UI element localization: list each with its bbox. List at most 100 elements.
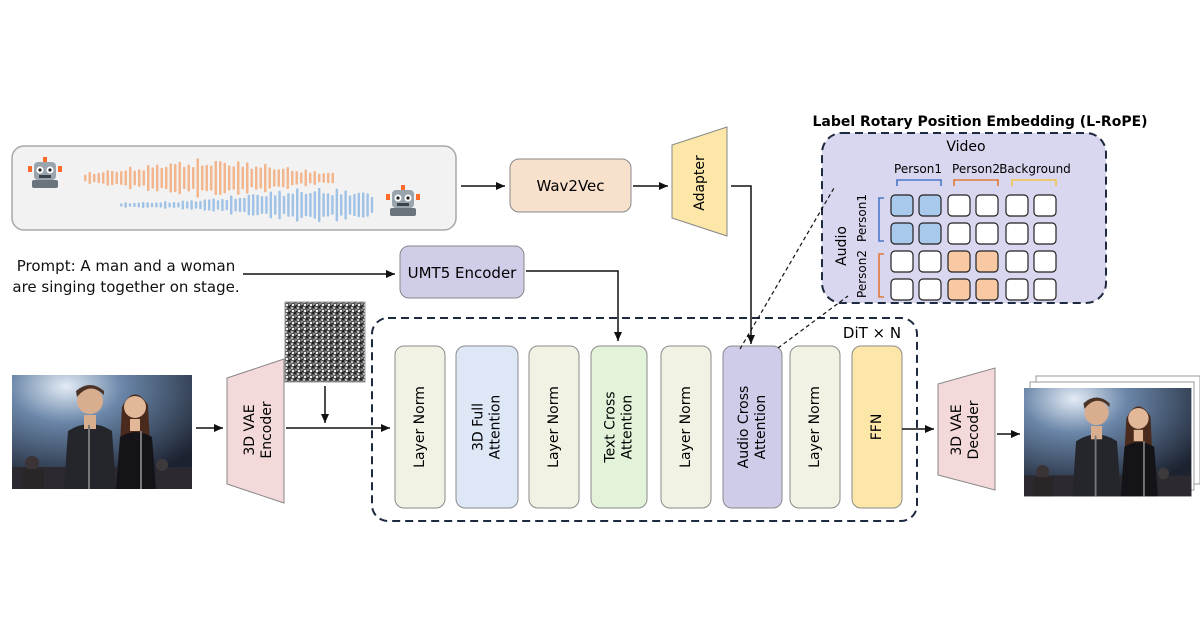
waveform-bar — [353, 193, 356, 217]
waveform-bar — [137, 202, 141, 208]
waveform-bar — [190, 200, 193, 210]
waveform-bar — [221, 198, 224, 212]
waveform-bar — [326, 193, 330, 217]
waveform-bar — [260, 196, 264, 214]
waveform-bar — [278, 190, 281, 220]
waveform-bar — [322, 173, 325, 183]
waveform-bar — [366, 193, 369, 217]
waveform-bar — [274, 195, 277, 215]
input-stage-photo — [12, 375, 192, 489]
dit-block-5-label-1: Layer Norm — [678, 386, 694, 468]
dit-block-8 — [851, 345, 903, 509]
col-group-person2: Person2 — [952, 162, 1000, 176]
row-group-person1: Person1 — [855, 194, 869, 242]
waveform-bar — [186, 201, 189, 209]
waveform-bar — [348, 195, 352, 215]
waveform-bar — [219, 161, 222, 195]
waveform-bar — [296, 188, 299, 222]
dit-block-4-label-1: Text Cross — [603, 391, 619, 463]
waveform-bar — [282, 195, 286, 215]
waveform-bar — [168, 202, 171, 208]
waveform-bar — [331, 172, 334, 184]
waveform-bar — [159, 202, 163, 208]
waveform-bar — [318, 173, 321, 183]
vae-encoder-label-2: Encoder — [259, 401, 275, 458]
lrope-audio-label: Audio — [834, 226, 850, 266]
waveform-bar — [164, 201, 167, 209]
waveform-bar — [291, 193, 295, 217]
waveform-bar — [106, 170, 109, 186]
dit-block-3-label-1: Layer Norm — [546, 386, 562, 468]
grid-cell — [975, 278, 999, 301]
waveform-bar — [181, 200, 185, 210]
waveform-bar — [273, 169, 276, 187]
waveform-bar — [88, 172, 91, 184]
waveform-bar — [269, 191, 273, 219]
waveform-bar — [252, 194, 255, 216]
person2-row-bracket — [878, 253, 884, 298]
waveform-bar — [286, 167, 289, 189]
waveform-bar — [234, 198, 237, 212]
waveform-bar — [169, 163, 172, 193]
waveform-bar — [309, 172, 312, 184]
waveform-bar — [300, 172, 303, 184]
grid-cell — [1005, 278, 1029, 301]
waveform-bar — [214, 160, 217, 196]
waveform-bar — [115, 171, 118, 185]
waveform-bar — [120, 171, 123, 185]
dit-block-7-label-1: Layer Norm — [807, 386, 823, 468]
vae-decoder-block — [937, 367, 996, 491]
connection-arrows — [196, 182, 1020, 438]
grid-cell — [890, 278, 914, 301]
waveform-bar — [362, 192, 365, 218]
grid-cell — [918, 250, 942, 273]
waveform-bar — [216, 200, 220, 210]
lrope-title: Label Rotary Position Embedding (L-RoPE) — [812, 114, 1147, 130]
vae-decoder-label-1: 3D VAE — [949, 404, 965, 455]
waveform-bar — [160, 167, 163, 189]
waveform-bar — [210, 165, 213, 191]
person1-col-bracket — [896, 179, 942, 186]
waveform-bar — [255, 166, 258, 190]
dit-block-2 — [455, 345, 519, 509]
waveform-bar — [84, 174, 87, 182]
waveform-bar — [205, 164, 208, 192]
dit-block-1-label-1: Layer Norm — [412, 386, 428, 468]
waveform-bar — [370, 196, 374, 214]
dit-block-6-label-2: Attention — [753, 395, 769, 460]
waveform-bar — [138, 169, 141, 187]
waveform-bar — [232, 166, 235, 190]
dit-block-4-label-2: Attention — [620, 395, 636, 460]
waveform-bar — [238, 197, 242, 213]
waveform-bar — [199, 200, 202, 210]
waveform-bar — [97, 172, 100, 184]
waveform-bar — [340, 194, 343, 216]
dit-block-2-label-1: 3D Full — [471, 403, 487, 451]
grid-cell — [1033, 250, 1057, 273]
dit-block-2-label-2: Attention — [488, 395, 504, 460]
dit-block-4 — [590, 345, 648, 509]
waveform-bar — [201, 165, 204, 191]
waveform-bar — [128, 203, 132, 207]
dit-block-1 — [394, 345, 446, 509]
dit-block-5 — [660, 345, 712, 509]
waveform-bar — [102, 172, 105, 184]
waveform-bar — [223, 162, 226, 194]
row-group-person2: Person2 — [855, 250, 869, 298]
waveform-bar — [304, 193, 308, 217]
grid-cell — [947, 250, 971, 273]
dit-block-7 — [789, 345, 841, 509]
waveform-bar — [243, 197, 246, 213]
wav2vec-label: Wav2Vec — [536, 177, 604, 195]
vae-encoder-label-1: 3D VAE — [242, 404, 258, 455]
noise-icon — [284, 301, 366, 383]
grid-cell — [947, 222, 971, 245]
waveform-bar — [228, 165, 231, 191]
waveform-bar — [124, 202, 127, 208]
dit-block-3 — [528, 345, 580, 509]
waveform-bar — [177, 202, 180, 208]
waveform-bar — [208, 199, 211, 211]
waveform-bar — [335, 188, 339, 222]
waveform-bar — [300, 191, 303, 219]
zoom-line-left — [739, 187, 835, 350]
